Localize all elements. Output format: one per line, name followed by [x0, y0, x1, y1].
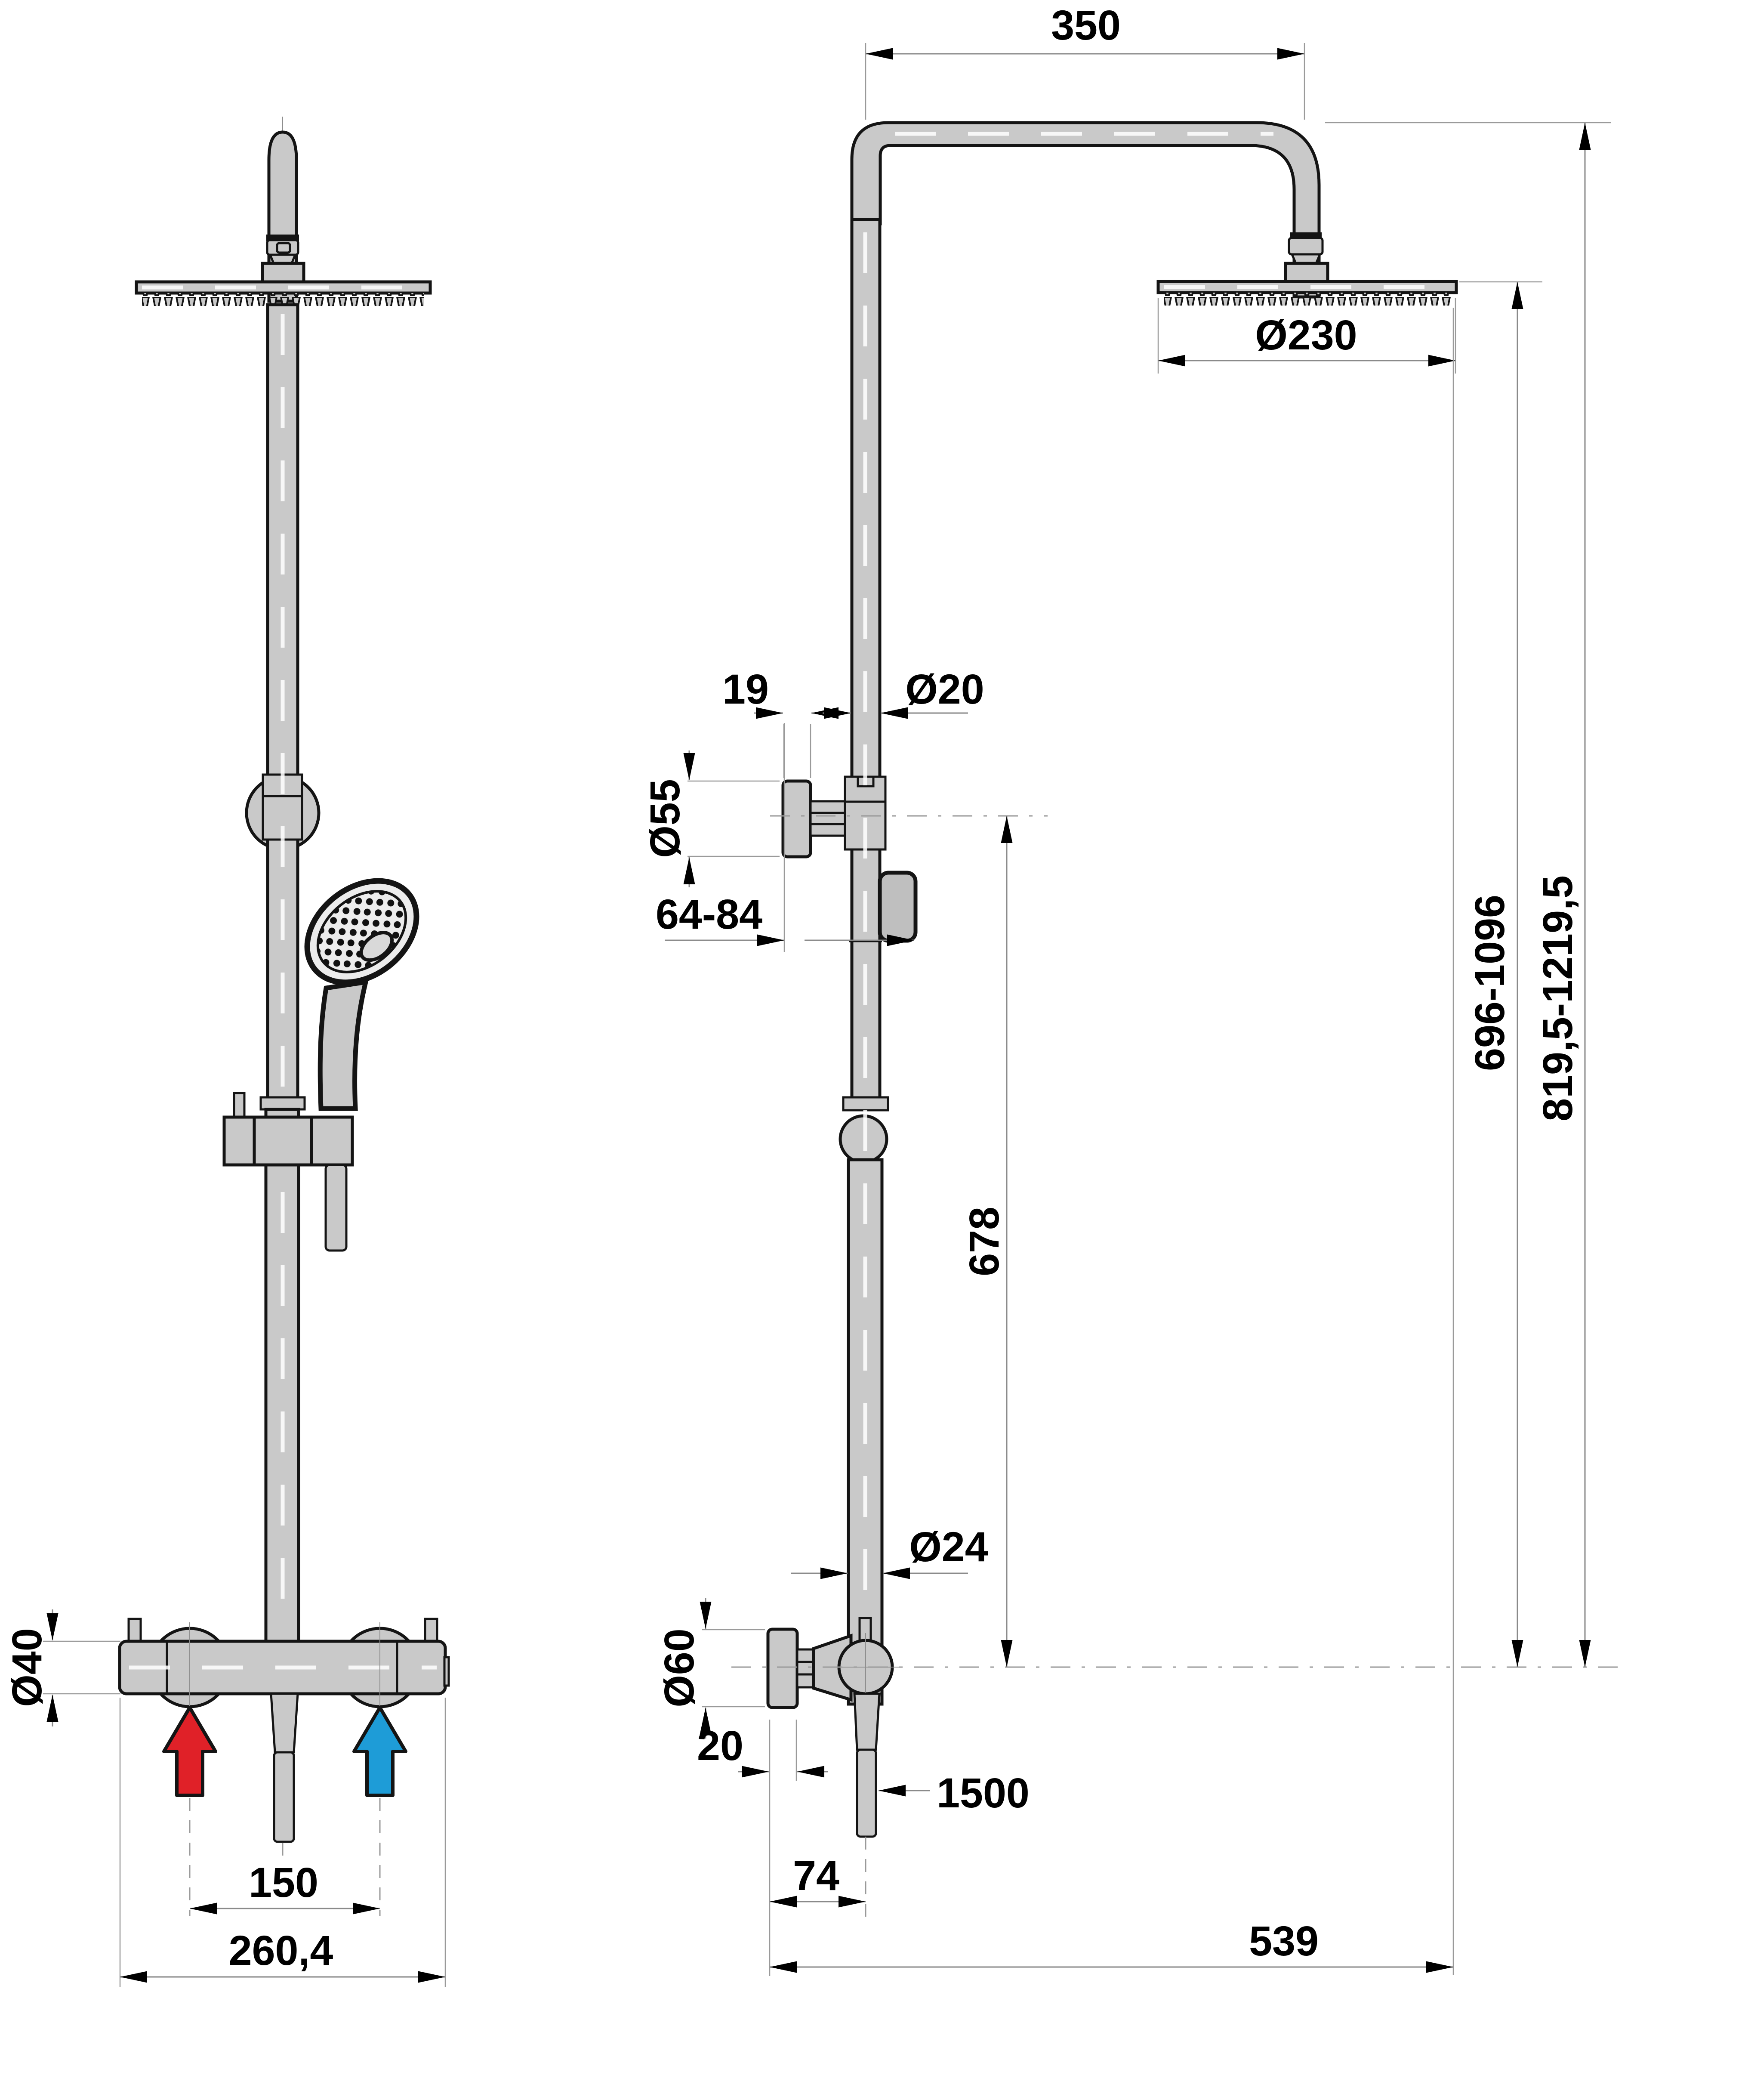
front-telescope-collar [259, 1096, 306, 1111]
dim-678-label: 678 [961, 1207, 1008, 1276]
dim-24-label: Ø24 [909, 1523, 988, 1570]
side-head-block [1284, 262, 1329, 284]
front-view [118, 117, 450, 1843]
side-head-collar [1288, 237, 1324, 256]
dim-2604-label: 260,4 [229, 1927, 333, 1974]
dim-20dia-label: Ø20 [905, 666, 984, 713]
dim-20-label: 20 [697, 1722, 743, 1769]
dim-696-1096-label: 696-1096 [1466, 895, 1513, 1071]
front-outlet-cone [270, 1692, 299, 1754]
dimension-top-offset: 350 [865, 2, 1305, 120]
holder-lever-pin [233, 1092, 246, 1119]
hand-shower-head [304, 878, 419, 985]
side-outlet-hose [856, 1748, 877, 1838]
side-hand-shower-edge [878, 871, 918, 943]
dimension-mixer-to-top-range: 819,5-1219,5 [1325, 122, 1611, 1667]
dim-1500-label: 1500 [937, 1770, 1030, 1816]
dimension-head-diameter: Ø230 [1157, 298, 1456, 374]
dimension-mixer-body-diameter: Ø40 [3, 1609, 120, 1726]
dim-19-label: 19 [722, 666, 769, 713]
dimension-inlet-spacing: 150 [189, 1798, 381, 1916]
hand-shower-mode-button [359, 931, 394, 962]
front-mixer-tab-right [424, 1618, 438, 1643]
hand-shower-handle-end [324, 1164, 348, 1252]
dimension-hose-length: 1500 [879, 1770, 1030, 1816]
hot-water-arrow-icon [162, 1706, 217, 1797]
cold-water-arrow-icon [352, 1706, 407, 1797]
dimension-knob-depth: 20 [697, 1720, 828, 1976]
side-top-bend-pipe [850, 121, 1321, 299]
dimension-mixer-knob-diameter: Ø60 [656, 1598, 765, 1739]
side-mixer-tab [858, 1617, 872, 1643]
side-outlet-cone [853, 1692, 881, 1751]
side-telescope-collar [842, 1096, 889, 1112]
front-mixer-tab-left [127, 1618, 142, 1643]
side-bracket-wall-knob [781, 779, 812, 859]
dim-40-label: Ø40 [3, 1628, 50, 1707]
dim-350-label: 350 [1051, 2, 1121, 49]
dimension-lower-pipe-diameter: Ø24 [791, 1523, 988, 1579]
dim-539-label: 539 [1249, 1918, 1319, 1964]
dimension-bracket-to-mixer: 678 [961, 816, 1013, 1667]
side-rain-head-nozzles [1164, 293, 1451, 306]
dimension-upper-pipe-diameter: Ø20 [823, 666, 984, 719]
side-upper-column [850, 218, 882, 1101]
side-view [766, 121, 1458, 1838]
holder-clamp-block [253, 1115, 313, 1167]
dimension-mixer-to-head-range: 696-1096 [1459, 281, 1542, 1667]
dimension-bracket-thickness: 19 [722, 666, 840, 778]
front-head-block [261, 262, 305, 285]
front-outlet-hose [273, 1751, 295, 1843]
dimension-wall-distance-range: 64-84 [656, 723, 914, 952]
dim-230-label: Ø230 [1255, 312, 1357, 358]
dim-74-label: 74 [793, 1852, 839, 1899]
dim-150-label: 150 [249, 1859, 318, 1906]
dimensions: 350 Ø230 19 Ø20 Ø55 [3, 2, 1618, 1987]
hand-shower-handle [318, 979, 369, 1111]
side-bracket-stem [809, 800, 846, 837]
side-mixer-stem [796, 1648, 815, 1689]
side-mixer-knob [766, 1628, 799, 1709]
dimension-wall-to-pipe-center: 74 [770, 1852, 866, 1908]
dimension-bracket-knob-diameter: Ø55 [641, 750, 780, 887]
dim-60-label: Ø60 [656, 1628, 703, 1707]
front-collar-hole [276, 242, 291, 254]
front-mixer-end-cap [443, 1656, 450, 1687]
holder-cradle-block [310, 1115, 354, 1167]
dim-819-label: 819,5-1219,5 [1534, 875, 1581, 1121]
dim-55-label: Ø55 [641, 779, 688, 858]
dim-64-84-label: 64-84 [656, 891, 762, 938]
dimension-wall-to-head-edge: 539 [770, 308, 1454, 1975]
dimension-mixer-width: 260,4 [119, 1698, 446, 1987]
holder-lever-block [222, 1115, 256, 1167]
